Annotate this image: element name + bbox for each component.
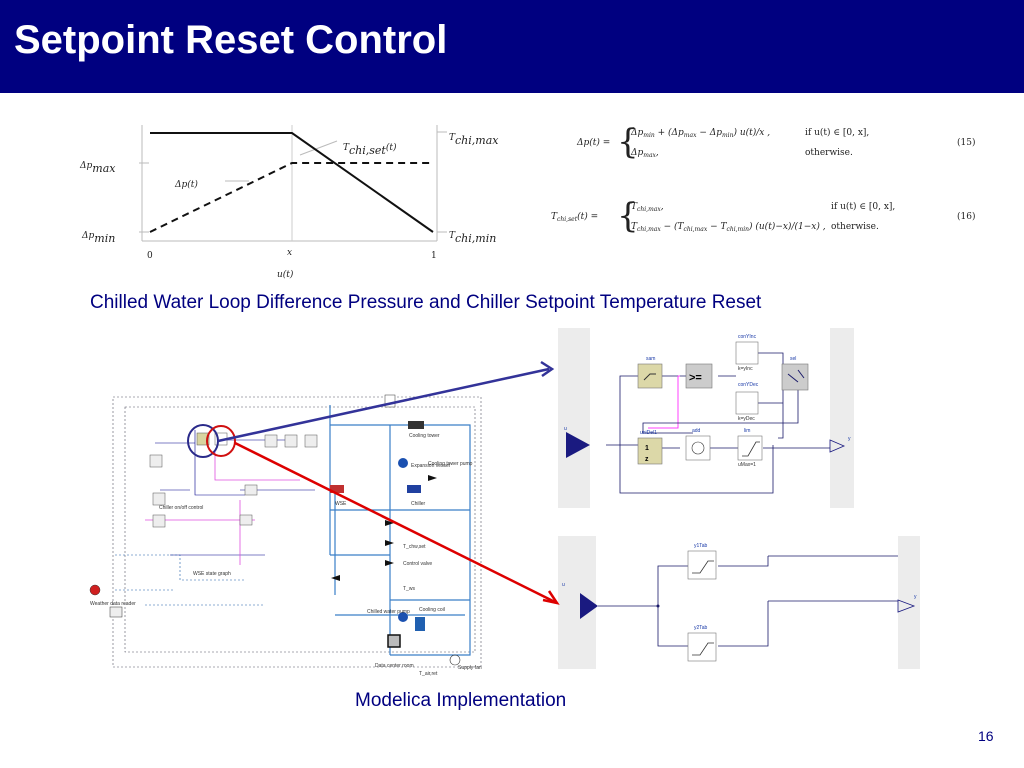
caption-top: Chilled Water Loop Difference Pressure a… <box>90 292 762 313</box>
eq15-case2: Δpmax, <box>630 148 659 159</box>
x-axis-label: u(t) <box>277 269 294 280</box>
svg-text:>=: >= <box>689 372 702 384</box>
y2tab-label: y2Tab <box>694 625 708 631</box>
cooling-tower-pump-label: Cooling tower pump <box>428 461 473 467</box>
t-chw-set-label: T_chw,set <box>403 544 426 550</box>
data-center-room-label: Data center room <box>375 663 414 669</box>
eq15-lhs: Δp(t) = <box>576 137 610 148</box>
chiller-label: Chiller <box>411 501 426 507</box>
cooling-tower-label: Cooling tower <box>409 433 440 439</box>
t-set-curve <box>150 132 434 233</box>
y1tab-label: y1Tab <box>694 543 708 549</box>
wse-label: WSE <box>335 501 347 507</box>
eq15-case1: Δpmin + (Δpmax − Δpmin) u(t)/x , <box>630 127 770 139</box>
y-label-lower: y <box>914 594 917 600</box>
eq15-cond1: if u(t) ∈ [0, x], <box>805 127 869 138</box>
wse-state-label: WSE state graph <box>193 571 231 577</box>
sam-label: sam <box>646 356 655 362</box>
svg-text:z: z <box>645 456 649 463</box>
t-min-label: Tchi,min <box>449 231 496 245</box>
slide-title: Setpoint Reset Control <box>14 18 448 62</box>
kinc-label: k=yInc <box>738 366 753 372</box>
page-number: 16 <box>978 728 994 744</box>
dp-t-label: Δp(t) <box>174 179 198 190</box>
umax-label: uMax=1 <box>738 462 756 468</box>
eq16-case1: Tchi,max, <box>631 202 664 213</box>
conyinc-label: conYInc <box>738 334 757 340</box>
supply-fan-label: Supply fan <box>458 665 482 671</box>
system-diagram: Cooling tower Cooling tower pump Expansi… <box>89 394 482 677</box>
eq16-cond2: otherwise. <box>831 222 879 232</box>
eq16-cond1: if u(t) ∈ [0, x], <box>831 201 895 212</box>
u-label: u <box>564 426 567 432</box>
t-air-ret-label: T_air,ret <box>419 671 438 677</box>
chiller-onoff-label: Chiller on/off control <box>159 505 203 511</box>
expansion-vessel-label: Expansion vessel <box>411 463 450 469</box>
x-tick-1: 1 <box>431 251 437 261</box>
title-bar: Setpoint Reset Control <box>0 0 1024 93</box>
eq15-number: (15) <box>957 137 975 148</box>
weather-label: Weather data reader <box>90 601 136 607</box>
cooling-coil-label: Cooling coil <box>419 607 445 613</box>
conydec-label: conYDec <box>738 382 759 388</box>
t-max-label: Tchi,max <box>449 133 499 147</box>
x-tick-0: 0 <box>147 251 153 261</box>
svg-text:{: { <box>617 122 639 162</box>
reset-curve-plot: Δpmax Δpmin Δp(t) Tchi,set(t) Tchi,max T… <box>79 125 499 280</box>
y-label: y <box>848 436 851 442</box>
kdec-label: k=yDec <box>738 416 755 422</box>
caption-bottom: Modelica Implementation <box>355 690 567 711</box>
undel-label: uniDel1 <box>640 430 657 436</box>
control-valve-label: Control valve <box>403 561 432 567</box>
lim-label: lim <box>744 428 750 434</box>
reset-table-block: u y y1Tab y2Tab <box>558 536 920 669</box>
x-tick-x: x <box>287 248 292 258</box>
dp-curve <box>149 162 433 233</box>
eq15-cond2: otherwise. <box>805 148 853 158</box>
eq16-case2: Tchi,max − (Tchi,max − Tchi,min) (u(t)−x… <box>631 221 826 233</box>
chilled-water-pump-label: Chilled water pump <box>367 609 410 615</box>
equations: Δp(t) = { Δpmin + (Δpmax − Δpmin) u(t)/x… <box>551 122 975 236</box>
add-label: add <box>692 428 701 434</box>
dp-min-label: Δpmin <box>81 231 115 245</box>
u-label-lower: u <box>562 582 565 588</box>
svg-text:1: 1 <box>645 445 649 452</box>
eq16-number: (16) <box>957 211 975 222</box>
reset-control-block: >= 1 z u y sam conYInc conYDec k=yInc k=… <box>558 328 854 508</box>
sel-label: sel <box>790 356 796 362</box>
t-ws-label: T_ws <box>403 586 415 592</box>
t-set-label: Tchi,set(t) <box>343 142 397 157</box>
svg-text:{: { <box>617 196 639 236</box>
